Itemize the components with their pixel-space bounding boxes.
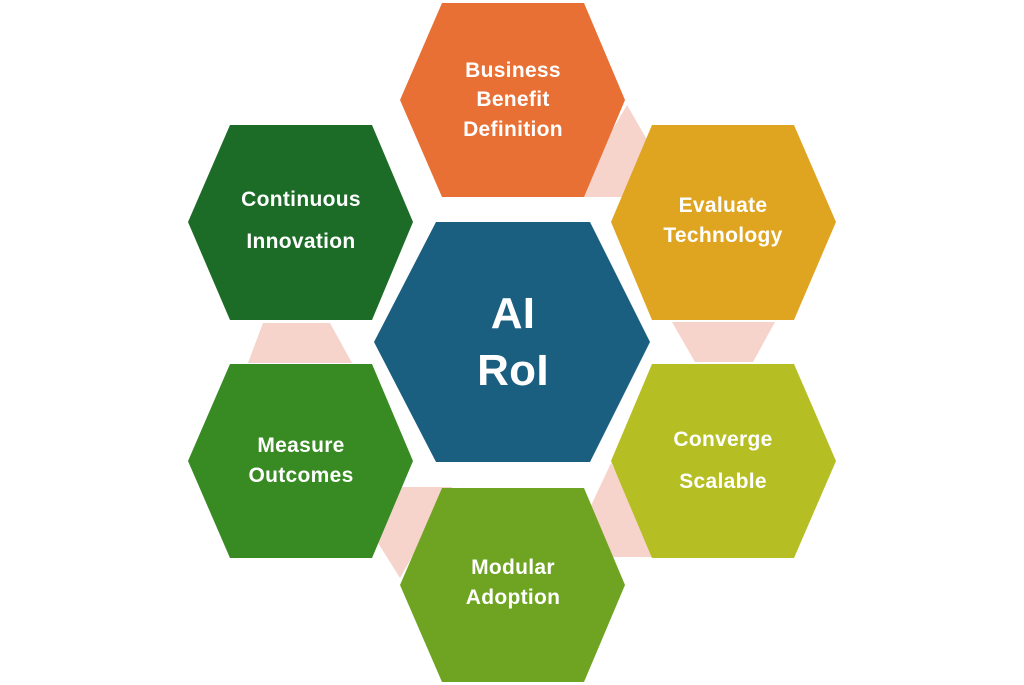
step-hexagon-converge-scalable: [611, 364, 836, 558]
label-line: Adoption: [465, 586, 561, 609]
step-hexagon-evaluate-technology: [611, 125, 836, 320]
connector-5-6: [248, 323, 352, 363]
step-label-modular-adoption: Modular Adoption: [420, 552, 606, 614]
center-label-line: AI: [490, 288, 536, 338]
step-label-business-benefit: Business Benefit Definition: [420, 52, 606, 148]
label-line: Innovation: [246, 230, 356, 253]
step-hexagon-measure-outcomes: [188, 364, 413, 558]
label-line: Scalable: [679, 470, 767, 493]
label-line: Business: [465, 58, 561, 82]
center-label: AI RoI: [436, 222, 590, 462]
step-label-evaluate-technology: Evaluate Technology: [630, 190, 816, 252]
label-line: Continuous: [241, 188, 361, 211]
center-hexagon: [374, 222, 650, 462]
label-line: Measure: [257, 433, 345, 457]
label-line: Technology: [663, 224, 783, 247]
connector-2-3: [672, 322, 775, 362]
label-line: Definition: [463, 117, 563, 141]
step-hexagon-business-benefit: [400, 3, 625, 197]
step-label-continuous-innovation: Continuous Innovation: [208, 179, 394, 263]
label-line: Benefit: [476, 88, 550, 112]
step-label-measure-outcomes: Measure Outcomes: [208, 430, 394, 492]
step-hexagon-continuous-innovation: [188, 125, 413, 320]
center-label-line: RoI: [477, 346, 549, 395]
label-line: Modular: [471, 555, 555, 579]
step-label-converge-scalable: Converge Scalable: [630, 418, 816, 504]
label-line: Outcomes: [248, 464, 354, 487]
label-line: Converge: [673, 428, 773, 451]
label-line: Evaluate: [678, 193, 768, 217]
step-hexagon-modular-adoption: [400, 488, 625, 682]
